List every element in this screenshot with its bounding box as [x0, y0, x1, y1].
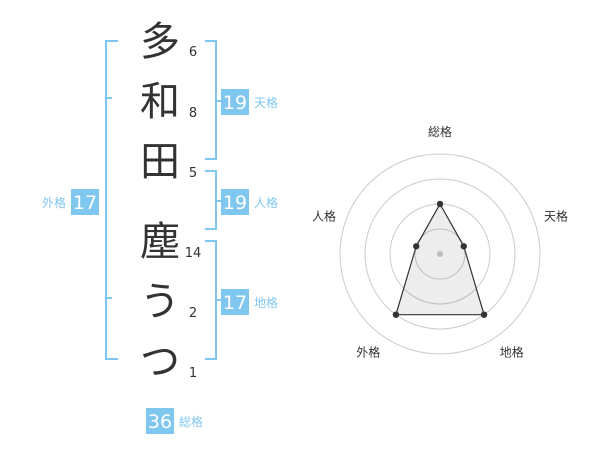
radar-point	[413, 243, 420, 250]
jinkaku-value: 19	[223, 192, 247, 214]
radar-point	[460, 243, 467, 250]
gaikaku-badge: 外格 17	[42, 189, 99, 215]
tenkaku-badge: 19 天格	[221, 89, 278, 115]
chikaku-badge: 17 地格	[221, 289, 278, 315]
radar-polygon	[395, 202, 485, 316]
stroke-count: 5	[189, 166, 197, 181]
radar-ring	[364, 178, 516, 330]
name-char: う	[140, 279, 180, 325]
gaikaku-label: 外格	[42, 195, 66, 210]
name-char: つ	[140, 339, 180, 385]
tenkaku-value: 19	[223, 92, 247, 114]
radar-point	[392, 311, 400, 318]
stroke-count: 1	[189, 366, 197, 381]
radar-axis-label: 天格	[544, 208, 568, 223]
radar-ring	[414, 228, 466, 280]
jinkaku-badge: 19 人格	[221, 189, 278, 215]
radar-point	[436, 200, 444, 208]
radar-ring	[339, 153, 541, 355]
stroke-count: 8	[189, 106, 197, 121]
name-char: 和	[140, 79, 180, 125]
jinkaku-label: 人格	[254, 195, 278, 210]
stroke-count: 14	[185, 246, 202, 261]
soukaku-badge: 36 総格	[146, 408, 203, 434]
radar-axis-label: 外格	[356, 345, 380, 360]
radar-axis-label: 地格	[500, 345, 524, 360]
tenkaku-label: 天格	[254, 95, 278, 110]
stroke-count: 2	[189, 306, 197, 321]
name-char: 多	[140, 19, 180, 65]
gaikaku-value: 17	[73, 192, 97, 214]
soukaku-value: 36	[148, 411, 172, 433]
radar-center	[437, 251, 443, 257]
name-char: 塵	[140, 219, 180, 265]
radar-axis-label: 総格	[428, 124, 452, 139]
stroke-count: 6	[189, 45, 197, 60]
name-char: 田	[140, 139, 180, 185]
chikaku-label: 地格	[254, 295, 278, 310]
radar-point	[480, 311, 488, 318]
gaikaku-bracket	[105, 40, 118, 360]
soukaku-label: 総格	[179, 414, 203, 429]
chikaku-value: 17	[223, 292, 247, 314]
radar-axis-label: 人格	[312, 208, 336, 223]
